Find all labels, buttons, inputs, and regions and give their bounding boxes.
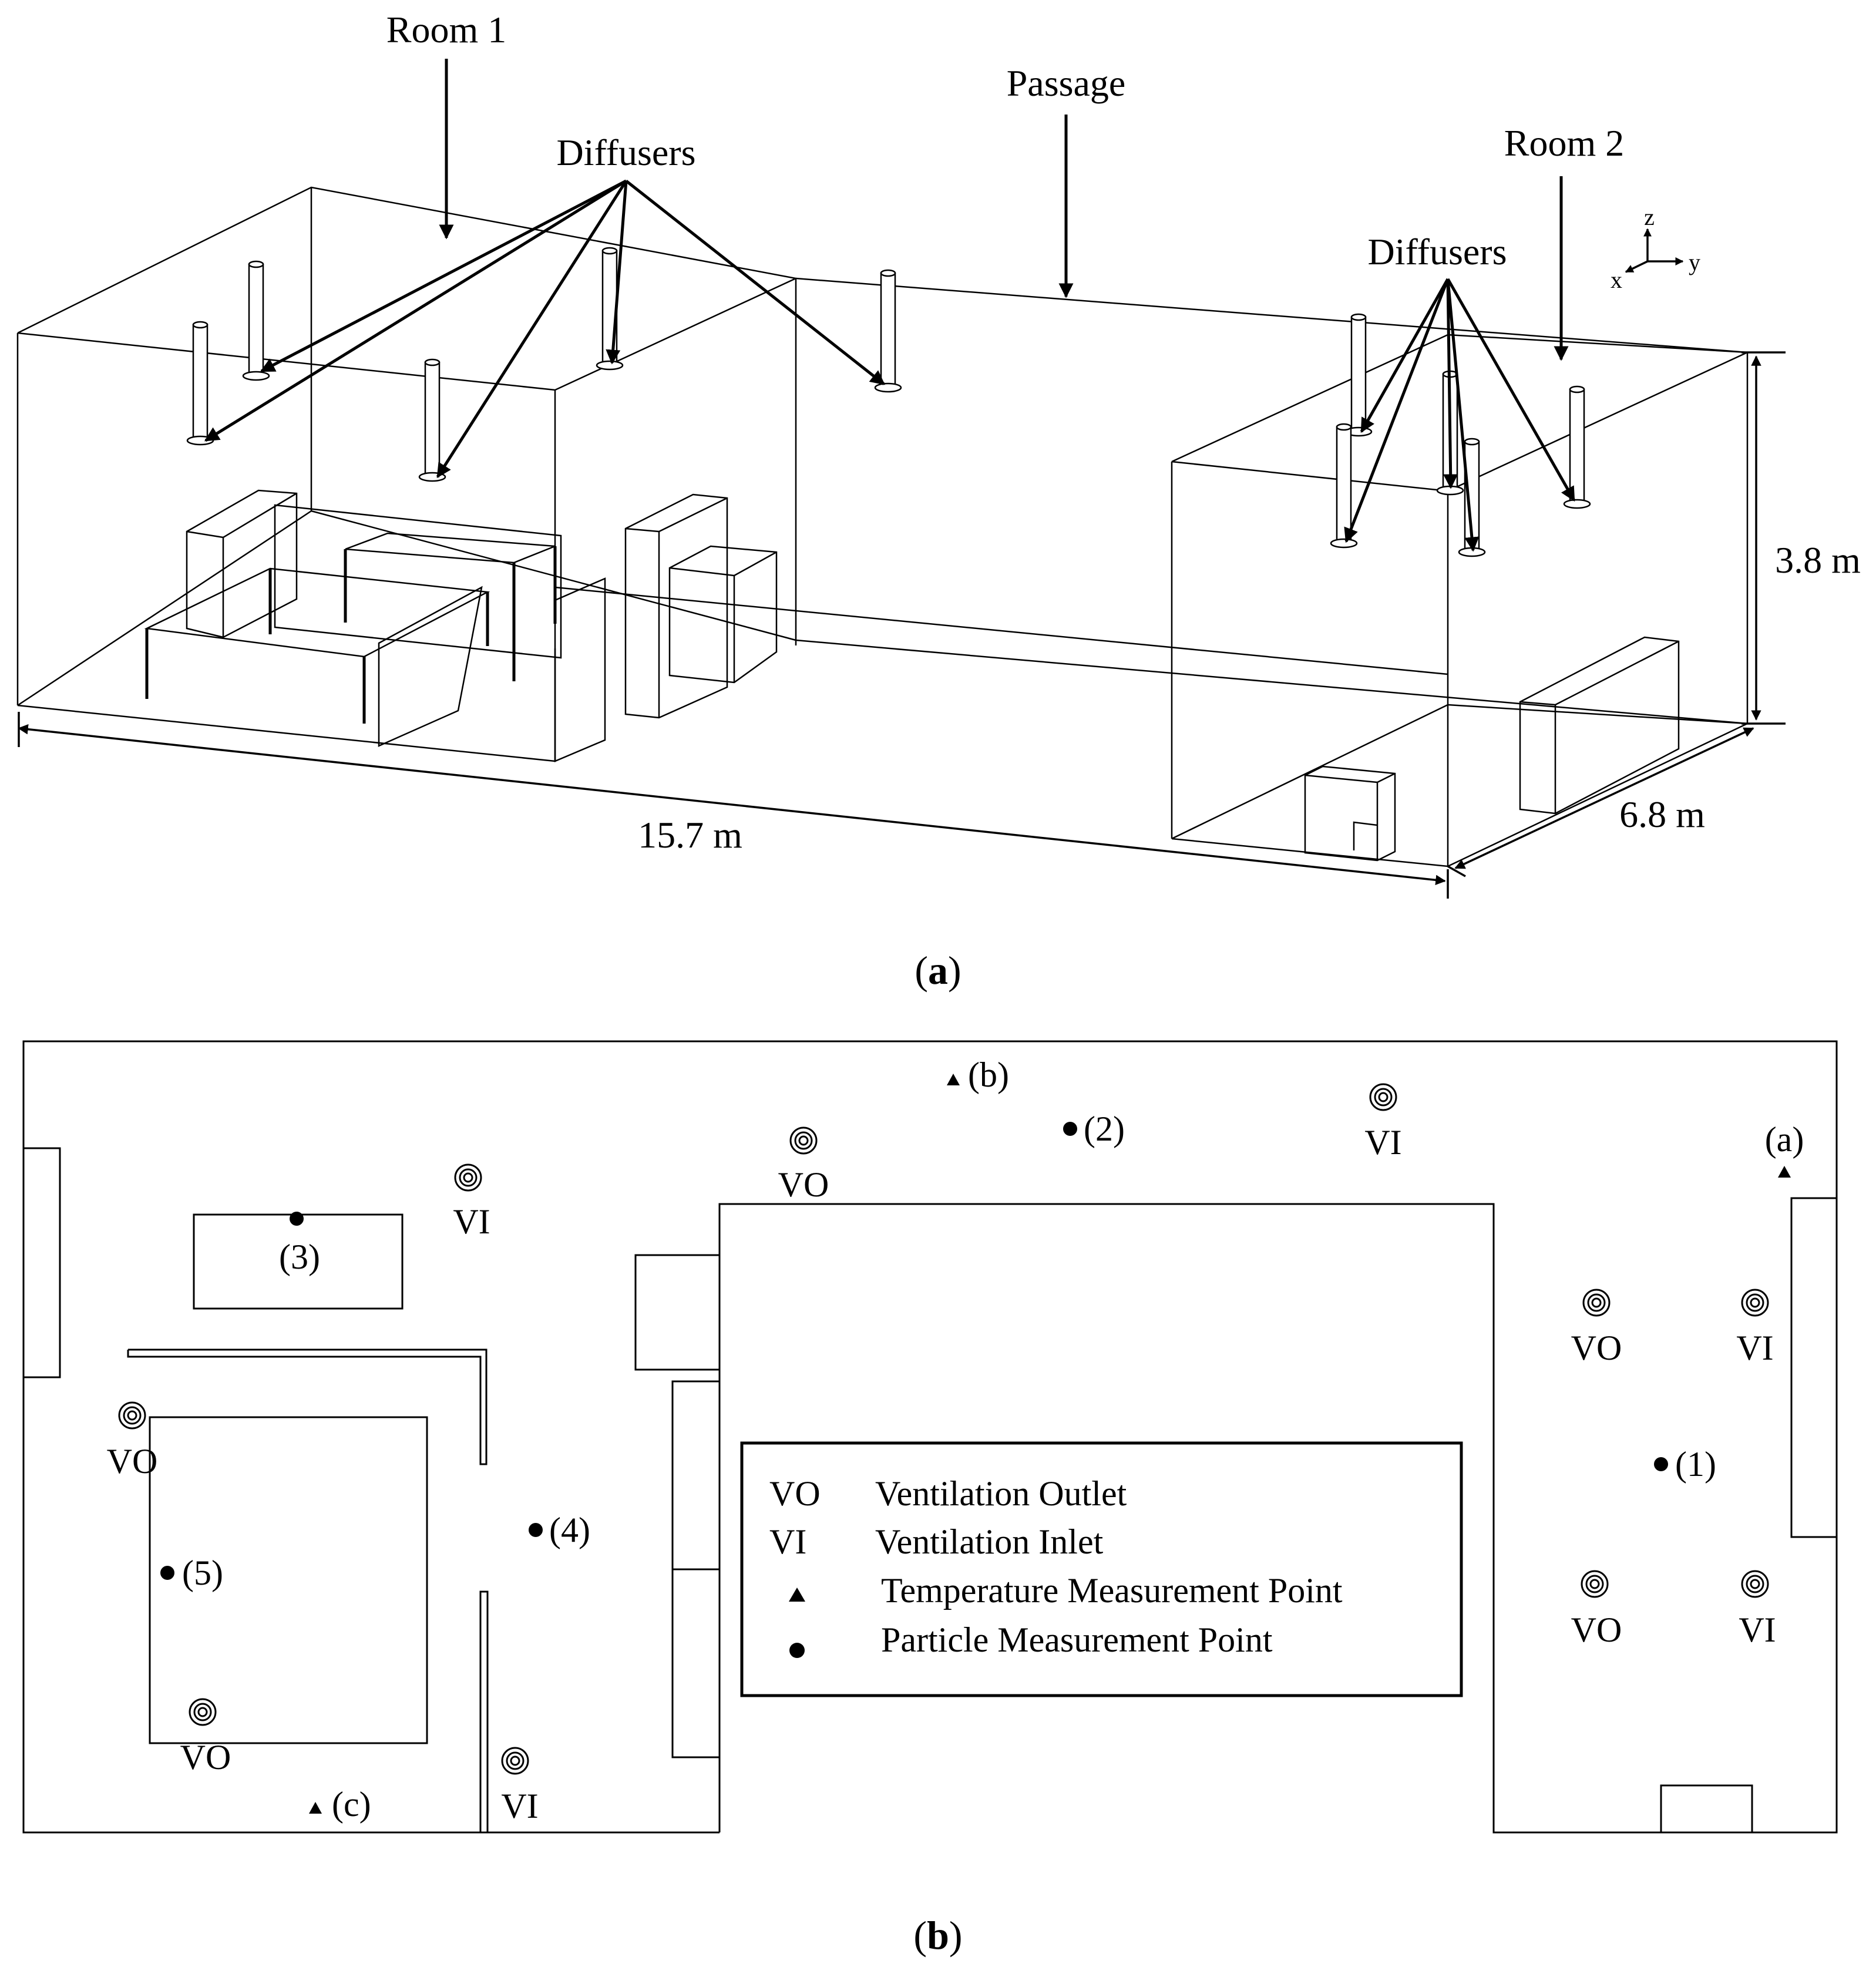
partition-upper — [127, 1348, 488, 1465]
height-label: 3.8 m — [1775, 539, 1861, 581]
wall-cabinet-right — [1790, 1197, 1838, 1538]
diffuser-pipe — [874, 269, 902, 393]
svg-text:(5): (5) — [182, 1553, 223, 1592]
svg-text:(b): (b) — [968, 1055, 1009, 1094]
legend-vo-text: Ventilation Outlet — [875, 1474, 1127, 1513]
bottom-box — [1660, 1784, 1753, 1834]
room2-label: Room 2 — [1504, 122, 1624, 164]
diffuser-pipe — [418, 358, 446, 482]
terminal-vi: VI — [501, 1747, 539, 1825]
terminal-vo: VO — [107, 1401, 158, 1481]
ventilation-terminals: VO VI VI VO — [107, 1083, 1776, 1825]
diffuser-pipe — [186, 321, 214, 446]
terminal-vo: VO — [1571, 1289, 1622, 1367]
svg-text:VI: VI — [1739, 1610, 1776, 1649]
width-label: 6.8 m — [1619, 793, 1705, 835]
axis-y-label: y — [1689, 249, 1700, 275]
svg-text:(2): (2) — [1084, 1109, 1125, 1148]
room1-geometry — [16, 186, 797, 762]
table-upper — [193, 1213, 404, 1310]
floorplan-outline — [22, 1040, 1838, 1834]
diffuser-pipe — [242, 260, 270, 381]
temperature-point-a: (a) — [1765, 1120, 1804, 1178]
wall-cabinet-left — [22, 1147, 61, 1378]
temperature-point-c: (c) — [309, 1785, 371, 1824]
terminal-vo: VO — [1571, 1570, 1622, 1649]
svg-text:VI: VI — [501, 1787, 538, 1825]
table-lower — [149, 1416, 428, 1744]
svg-text:VO: VO — [1571, 1610, 1622, 1649]
terminal-vo: VO — [180, 1698, 231, 1777]
length-label: 15.7 m — [638, 814, 742, 856]
svg-text:(3): (3) — [279, 1237, 320, 1276]
central-block-side-1 — [671, 1380, 721, 1570]
diffusers-left-label: Diffusers — [557, 132, 696, 173]
temperature-point-b: (b) — [947, 1055, 1009, 1094]
diffuser-pipe — [1330, 423, 1358, 549]
terminal-vi: VI — [453, 1163, 490, 1241]
particle-points: (1) (2) (3) (4) (5) — [160, 1109, 1716, 1592]
partition-lower — [479, 1590, 489, 1834]
svg-text:VO: VO — [180, 1738, 231, 1777]
dimension-height: 3.8 m — [1741, 351, 1861, 725]
room1-label: Room 1 — [386, 9, 506, 51]
axis-z-label: z — [1644, 204, 1655, 230]
svg-text:(1): (1) — [1675, 1445, 1716, 1484]
passage-label: Passage — [1007, 62, 1126, 104]
svg-text:(a): (a) — [1765, 1120, 1804, 1159]
legend-circle-icon — [789, 1643, 805, 1658]
particle-point-5: (5) — [160, 1553, 223, 1592]
particle-point-1: (1) — [1654, 1445, 1716, 1484]
svg-text:(4): (4) — [549, 1511, 590, 1549]
particle-point-4: (4) — [529, 1511, 590, 1549]
legend-vi-symbol: VI — [769, 1522, 806, 1561]
axes-triad: z y x — [1611, 204, 1700, 293]
axis-x-label: x — [1611, 267, 1622, 293]
terminal-vi: VI — [1739, 1570, 1776, 1649]
svg-text:VO: VO — [1571, 1329, 1622, 1367]
svg-text:(c): (c) — [332, 1785, 371, 1824]
svg-text:VO: VO — [107, 1442, 158, 1481]
legend-triangle-icon — [789, 1588, 805, 1602]
panel-b: VO Ventilation Outlet VI Ventilation Inl… — [22, 1040, 1838, 1958]
panel-b-caption: (b) — [913, 1913, 962, 1958]
legend-circle-text: Particle Measurement Point — [881, 1620, 1273, 1659]
temperature-points: (a) (b) (c) — [309, 1055, 1804, 1824]
legend-triangle-text: Temperature Measurement Point — [881, 1571, 1343, 1610]
terminal-vi: VI — [1364, 1083, 1402, 1162]
diffuser-pipe — [1344, 313, 1373, 437]
legend: VO Ventilation Outlet VI Ventilation Inl… — [740, 1441, 1463, 1697]
particle-point-3: (3) — [279, 1212, 320, 1276]
svg-text:VI: VI — [1364, 1123, 1401, 1162]
particle-point-2: (2) — [1063, 1109, 1125, 1148]
svg-text:VI: VI — [453, 1202, 490, 1241]
legend-vi-text: Ventilation Inlet — [875, 1522, 1104, 1561]
svg-text:VI: VI — [1736, 1329, 1773, 1367]
panel-a-caption: (a) — [915, 948, 961, 993]
svg-text:VO: VO — [778, 1165, 829, 1204]
dimension-width: 6.8 m — [1447, 727, 1754, 877]
diffusers-left-pointers — [204, 179, 885, 479]
terminal-vo: VO — [778, 1126, 829, 1204]
legend-vo-symbol: VO — [769, 1474, 821, 1513]
diffusers-right-pointers — [1344, 278, 1576, 552]
central-block — [634, 1254, 721, 1371]
central-block-side-2 — [671, 1568, 721, 1758]
panel-a: Room 1 Passage Room 2 Diffusers Diffuser… — [16, 9, 1861, 993]
terminal-vi: VI — [1736, 1289, 1774, 1367]
room1-furniture — [144, 489, 778, 762]
diffuser-pipe — [1563, 385, 1591, 509]
dimension-length: 15.7 m — [18, 712, 1449, 899]
diffusers-right-label: Diffusers — [1368, 231, 1507, 273]
